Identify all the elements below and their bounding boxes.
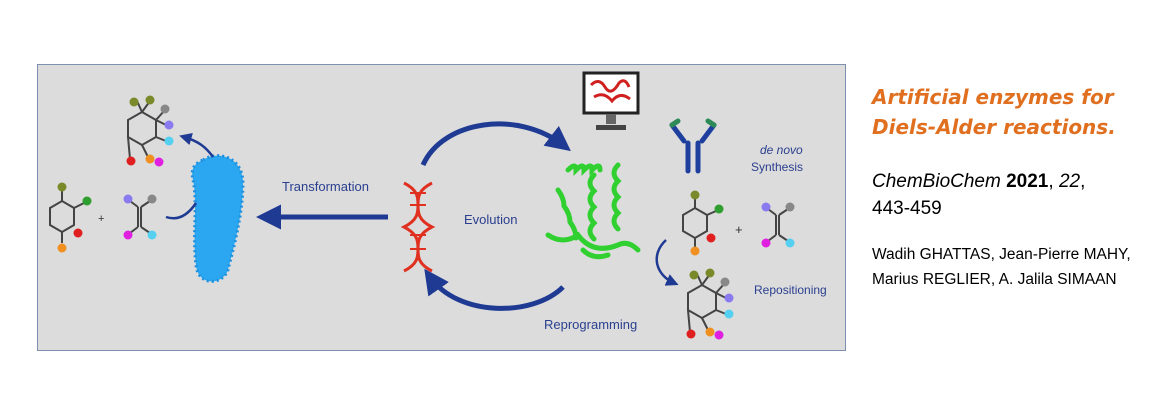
journal-reference: ChemBioChem 2021, 22, 443-459 <box>872 168 1162 222</box>
graphical-abstract-figure: Transformation Evolution Reprogramming d… <box>37 64 846 351</box>
article-title: Artificial enzymes for Diels-Alder react… <box>872 82 1162 142</box>
de-novo-label: de novo <box>760 143 803 157</box>
sep-2: , <box>1080 171 1086 192</box>
sep-1: , <box>1048 171 1059 192</box>
journal-volume: 22 <box>1058 171 1081 192</box>
author-list: Wadih GHATTAS, Jean-Pierre MAHY, Marius … <box>872 246 1131 288</box>
diene-molecule-left <box>49 182 92 253</box>
evolution-arrow <box>420 121 571 167</box>
transformation-label: Transformation <box>282 179 369 194</box>
bacterium-icon <box>165 133 245 283</box>
product-molecule-left <box>126 95 174 167</box>
evolution-label: Evolution <box>464 212 518 227</box>
synthesis-label: Synthesis <box>751 160 804 174</box>
plus-sign-left: + <box>98 213 105 225</box>
repositioning-arrow <box>655 239 679 286</box>
protein-icon <box>545 162 641 260</box>
antibody-icon <box>669 118 717 174</box>
figure-graphics <box>49 71 795 340</box>
dienophile-molecule-left <box>123 194 157 240</box>
article-title-line1: Artificial enzymes for <box>872 85 1114 109</box>
repositioning-label: Repositioning <box>754 283 827 297</box>
plus-sign-right: + <box>735 222 743 237</box>
monitor-icon <box>582 71 640 130</box>
journal-year: 2021 <box>1006 171 1049 192</box>
product-molecule-right <box>686 268 734 340</box>
diene-molecule-right <box>682 190 724 256</box>
citation-panel: Artificial enzymes for Diels-Alder react… <box>872 82 1162 292</box>
dna-icon <box>400 181 436 273</box>
reprogramming-arrow <box>424 268 565 311</box>
dienophile-molecule-right <box>761 202 795 248</box>
reprogramming-label: Reprogramming <box>544 317 638 332</box>
journal-pages: 443-459 <box>872 198 942 219</box>
journal-name: ChemBioChem <box>872 171 1001 192</box>
article-title-line2: Diels-Alder reactions. <box>872 115 1116 139</box>
